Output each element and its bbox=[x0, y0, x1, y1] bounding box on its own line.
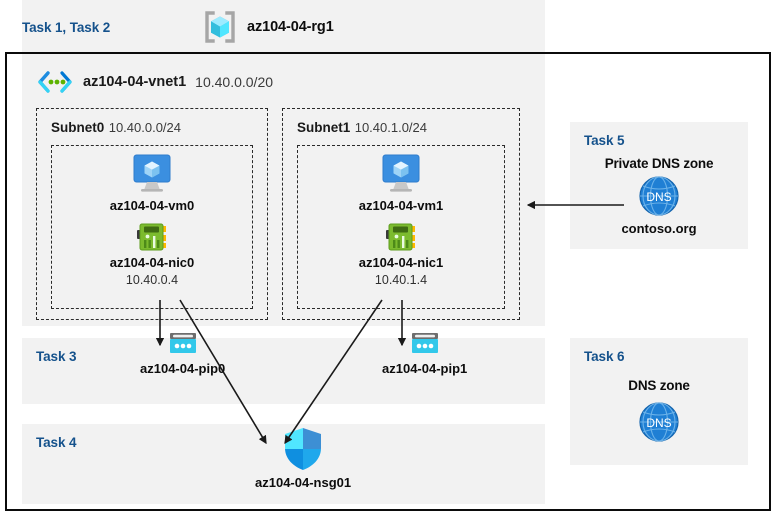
subnet-0-resource-box: az104-04-vm0 az104-04-nic0 bbox=[51, 145, 253, 309]
subnet-1-resource-box: az104-04-vm1 az104-04-nic1 bbox=[297, 145, 505, 309]
task-4-panel: Task 4 az104-04-nsg bbox=[22, 424, 545, 504]
subnet-0-boundary: Subnet0 10.40.0.0/24 az104-04-vm0 bbox=[36, 108, 268, 320]
resource-group-header-panel bbox=[22, 0, 545, 52]
public-ip-address-icon bbox=[409, 330, 441, 358]
virtual-machine-icon bbox=[378, 153, 424, 195]
subnet-0-name: Subnet0 bbox=[51, 120, 105, 135]
public-ip-1-label: az104-04-pip1 bbox=[382, 361, 468, 376]
resource-group-name: az104-04-rg1 bbox=[247, 19, 334, 35]
dns-zone-group: DNS zone DNS bbox=[570, 378, 748, 444]
task-label-6: Task 6 bbox=[584, 349, 625, 364]
public-ip-0-label: az104-04-pip0 bbox=[140, 361, 226, 376]
virtual-network-name: az104-04-vnet1 bbox=[83, 74, 187, 90]
subnet-1-nic-label: az104-04-nic1 bbox=[358, 255, 444, 271]
virtual-network-icon bbox=[36, 70, 74, 94]
resource-group-icon bbox=[202, 10, 238, 44]
task-label-5: Task 5 bbox=[584, 133, 625, 148]
subnet-1-title: Subnet1 10.40.1.0/24 bbox=[297, 119, 427, 137]
virtual-network-panel bbox=[22, 54, 545, 326]
virtual-network-header: az104-04-vnet1 10.40.0.0/20 bbox=[36, 68, 273, 96]
task-5-panel: Task 5 Private DNS zone DNS con bbox=[570, 122, 748, 249]
private-dns-zone-group: Private DNS zone DNS contoso.org bbox=[570, 156, 748, 237]
subnet-1-boundary: Subnet1 10.40.1.0/24 az104-04-vm1 bbox=[282, 108, 520, 320]
public-ip-address-icon bbox=[167, 330, 199, 358]
subnet-1-cidr: 10.40.1.0/24 bbox=[354, 120, 428, 135]
dns-zone-icon-text: DNS bbox=[646, 416, 671, 430]
dns-zone-heading: DNS zone bbox=[628, 378, 690, 393]
subnet-0-nic-ip: 10.40.0.4 bbox=[125, 272, 179, 287]
task-label-4: Task 4 bbox=[36, 435, 77, 450]
task-3-panel: Task 3 az104-04-pip0 bbox=[22, 333, 545, 404]
subnet-0-title: Subnet0 10.40.0.0/24 bbox=[51, 119, 181, 137]
subnet-0-nic-label: az104-04-nic0 bbox=[109, 255, 195, 271]
task-6-panel: Task 6 DNS zone DNS bbox=[570, 338, 748, 465]
subnet-1-vm-label: az104-04-vm1 bbox=[358, 198, 444, 213]
public-ip-1-group: az104-04-pip1 bbox=[382, 330, 467, 377]
subnet-1-nic-ip: 10.40.1.4 bbox=[374, 272, 428, 287]
network-interface-icon bbox=[384, 222, 418, 252]
resource-group-header-row: Task 1, Task 2 az104-04-rg1 bbox=[22, 10, 545, 44]
virtual-network-cidr: 10.40.0.0/20 bbox=[195, 74, 274, 90]
nsg-group: az104-04-nsg01 bbox=[255, 426, 351, 491]
dns-zone-icon: DNS bbox=[637, 400, 681, 444]
network-interface-icon bbox=[135, 222, 169, 252]
subnet-0-cidr: 10.40.0.0/24 bbox=[108, 120, 182, 135]
dns-zone-icon: DNS bbox=[637, 174, 681, 218]
task-label-1-2: Task 1, Task 2 bbox=[22, 19, 111, 35]
nsg-label: az104-04-nsg01 bbox=[255, 475, 352, 490]
task-label-3: Task 3 bbox=[36, 349, 77, 364]
virtual-machine-icon bbox=[129, 153, 175, 195]
public-ip-0-group: az104-04-pip0 bbox=[140, 330, 225, 377]
network-security-group-icon bbox=[281, 426, 325, 472]
private-dns-zone-heading: Private DNS zone bbox=[604, 156, 714, 171]
subnet-0-vm-label: az104-04-vm0 bbox=[109, 198, 195, 213]
subnet-1-name: Subnet1 bbox=[297, 120, 351, 135]
private-dns-zone-name: contoso.org bbox=[621, 221, 697, 236]
dns-zone-icon-text: DNS bbox=[646, 190, 671, 204]
